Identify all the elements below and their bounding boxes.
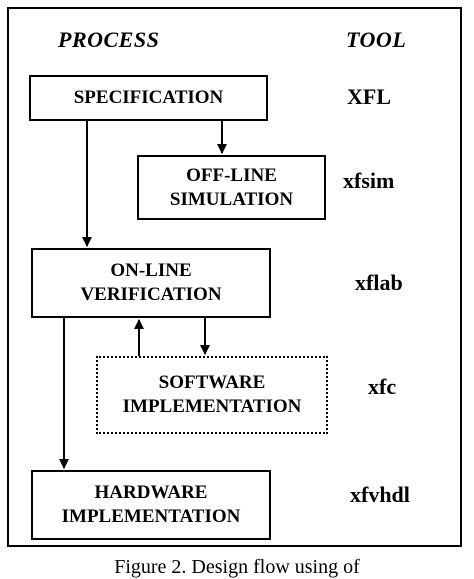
hardware-implementation-label: HARDWARE IMPLEMENTATION xyxy=(61,482,241,527)
tool-xfsim: xfsim xyxy=(343,168,395,193)
hardware-implementation-box: HARDWARE IMPLEMENTATION xyxy=(31,470,271,540)
offline-simulation-label: OFF-LINE SIMULATION xyxy=(169,164,294,210)
tool-xfvhdl: xfvhdl xyxy=(350,482,410,507)
diagram-frame xyxy=(7,7,462,547)
online-verification-box: ON-LINE VERIFICATION xyxy=(31,248,271,318)
offline-simulation-box: OFF-LINE SIMULATION xyxy=(137,155,326,220)
tool-xfc: xfc xyxy=(368,374,397,399)
process-header: PROCESS xyxy=(58,27,160,52)
specification-label: SPECIFICATION xyxy=(73,87,224,108)
tool-xfl: XFL xyxy=(347,84,391,109)
tool-xflab: xflab xyxy=(355,270,403,295)
tool-header: TOOL xyxy=(346,27,407,52)
specification-box: SPECIFICATION xyxy=(29,75,268,121)
figure-caption: Figure 2. Design flow using of xyxy=(114,556,360,578)
software-implementation-box: SOFTWARE IMPLEMENTATION xyxy=(96,356,328,434)
software-implementation-label: SOFTWARE IMPLEMENTATION xyxy=(122,372,302,417)
online-verification-label: ON-LINE VERIFICATION xyxy=(80,260,222,305)
